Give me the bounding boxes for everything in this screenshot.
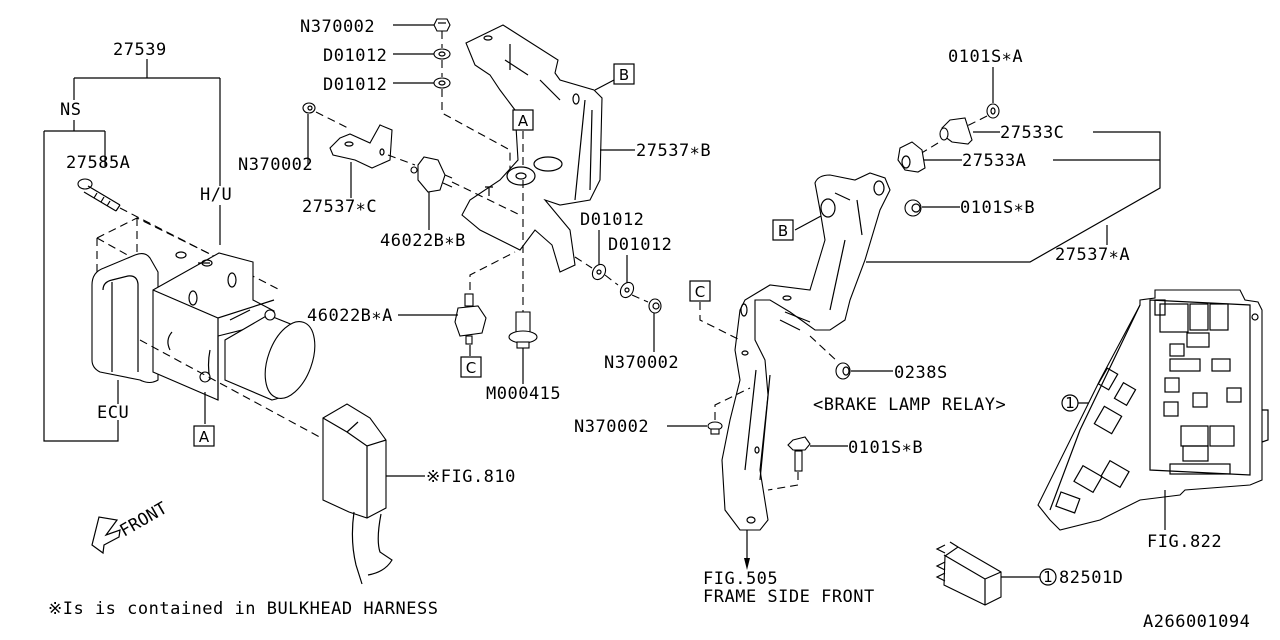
label-ns[interactable]: NS bbox=[60, 100, 81, 120]
nut-n370002-low-icon[interactable] bbox=[707, 421, 723, 435]
footnote: ※Is is contained in BULKHEAD HARNESS bbox=[48, 599, 438, 619]
svg-text:1: 1 bbox=[1043, 568, 1053, 586]
ref-box-B-right[interactable]: B bbox=[772, 215, 822, 241]
svg-text:A: A bbox=[518, 112, 529, 130]
bolt-0101SB-low-icon[interactable] bbox=[787, 436, 811, 472]
grommet-27533A[interactable] bbox=[897, 141, 926, 173]
link-fig505[interactable]: FIG.505 bbox=[703, 569, 778, 589]
link-fig810[interactable]: ※FIG.810 bbox=[426, 467, 516, 487]
hu-assembly-tree: 27539 NS 27585A H/U ECU bbox=[43, 40, 232, 442]
svg-text:A: A bbox=[199, 428, 210, 446]
bolt-27585A-icon[interactable] bbox=[77, 178, 121, 212]
label-d01012-top2[interactable]: D01012 bbox=[323, 75, 387, 95]
label-46022BB[interactable]: 46022B∗B bbox=[380, 231, 466, 251]
label-27537B[interactable]: 27537∗B bbox=[636, 141, 711, 161]
nut-0238S-icon[interactable] bbox=[835, 362, 851, 380]
svg-text:1: 1 bbox=[1065, 394, 1075, 412]
label-n370002-mid[interactable]: N370002 bbox=[604, 353, 679, 373]
label-82501D[interactable]: 82501D bbox=[1059, 568, 1123, 588]
nut-icon[interactable] bbox=[433, 18, 451, 32]
label-0101SB-top[interactable]: 0101S∗B bbox=[960, 198, 1035, 218]
label-27537A[interactable]: 27537∗A bbox=[1055, 245, 1130, 265]
label-46022BA[interactable]: 46022B∗A bbox=[307, 306, 393, 326]
harness-connector[interactable] bbox=[322, 403, 393, 585]
label-d01012-top1[interactable]: D01012 bbox=[323, 46, 387, 66]
label-0101SB-low[interactable]: 0101S∗B bbox=[848, 438, 923, 458]
drawing-id: A266001094 bbox=[1143, 612, 1250, 632]
label-d01012-mid1[interactable]: D01012 bbox=[580, 210, 644, 230]
label-0101SA[interactable]: 0101S∗A bbox=[948, 47, 1023, 67]
leader-27537A-group bbox=[866, 131, 1161, 263]
ref-box-C-mid[interactable]: C bbox=[460, 345, 482, 378]
label-27533C[interactable]: 27533C bbox=[1000, 123, 1064, 143]
label-n370002-top[interactable]: N370002 bbox=[300, 17, 375, 37]
top-fastener-stack: N370002 D01012 D01012 bbox=[300, 17, 511, 240]
svg-text:B: B bbox=[778, 222, 788, 240]
label-27539[interactable]: 27539 bbox=[113, 40, 167, 60]
stud-M000415[interactable] bbox=[508, 311, 538, 349]
washer-icon[interactable] bbox=[433, 77, 451, 89]
ref-box-C-right[interactable]: C bbox=[689, 280, 741, 341]
nut-0101SA-icon[interactable] bbox=[986, 103, 1000, 119]
abs-hydraulic-unit[interactable] bbox=[91, 217, 324, 405]
label-n370002-left[interactable]: N370002 bbox=[238, 155, 313, 175]
nut-left-icon[interactable] bbox=[302, 102, 316, 114]
bracket-27537A[interactable] bbox=[721, 172, 891, 531]
mount-46022BB[interactable] bbox=[410, 156, 453, 193]
front-label: FRONT bbox=[117, 498, 171, 541]
washer-icon[interactable] bbox=[618, 280, 636, 300]
label-brake-lamp-relay[interactable]: <BRAKE LAMP RELAY> bbox=[813, 395, 1006, 415]
label-m000415[interactable]: M000415 bbox=[486, 384, 561, 404]
ref-box-B-top[interactable]: B bbox=[594, 63, 635, 91]
label-0238S[interactable]: 0238S bbox=[894, 363, 948, 383]
callout-1-relay-location[interactable]: 1 bbox=[1061, 394, 1079, 412]
label-ecu: ECU bbox=[97, 403, 129, 423]
nut-0101SB-icon[interactable] bbox=[904, 199, 922, 217]
callout-1-relay-part[interactable]: 1 bbox=[1039, 568, 1057, 586]
svg-text:B: B bbox=[619, 66, 629, 84]
grommet-27533C[interactable] bbox=[939, 117, 973, 145]
label-n370002-low[interactable]: N370002 bbox=[574, 417, 649, 437]
ref-box-A-mid[interactable]: A bbox=[512, 109, 534, 170]
fig505-description: FRAME SIDE FRONT bbox=[703, 587, 875, 607]
label-27585A[interactable]: 27585A bbox=[66, 153, 130, 173]
svg-text:C: C bbox=[695, 283, 705, 301]
label-27537C[interactable]: 27537∗C bbox=[302, 197, 377, 217]
label-hu[interactable]: H/U bbox=[200, 185, 232, 205]
dash-harness bbox=[139, 339, 341, 449]
fuse-relay-box[interactable] bbox=[1037, 289, 1269, 531]
washer-icon[interactable] bbox=[590, 262, 608, 282]
front-arrow-icon: FRONT bbox=[91, 498, 171, 555]
svg-text:C: C bbox=[466, 359, 476, 377]
washer-icon[interactable] bbox=[433, 48, 451, 60]
leader-27539 bbox=[73, 59, 221, 186]
label-27533A[interactable]: 27533A bbox=[962, 151, 1026, 171]
link-fig822[interactable]: FIG.822 bbox=[1147, 532, 1222, 552]
label-d01012-mid2[interactable]: D01012 bbox=[608, 235, 672, 255]
bracket-27537B[interactable] bbox=[461, 24, 603, 273]
nut-icon[interactable] bbox=[648, 298, 662, 314]
leader-ns bbox=[43, 120, 119, 442]
ref-box-A-left[interactable]: A bbox=[193, 392, 215, 447]
mount-46022BA[interactable] bbox=[454, 293, 487, 345]
relay-82501D[interactable] bbox=[935, 541, 1002, 606]
bracket-27537C[interactable] bbox=[329, 124, 393, 169]
